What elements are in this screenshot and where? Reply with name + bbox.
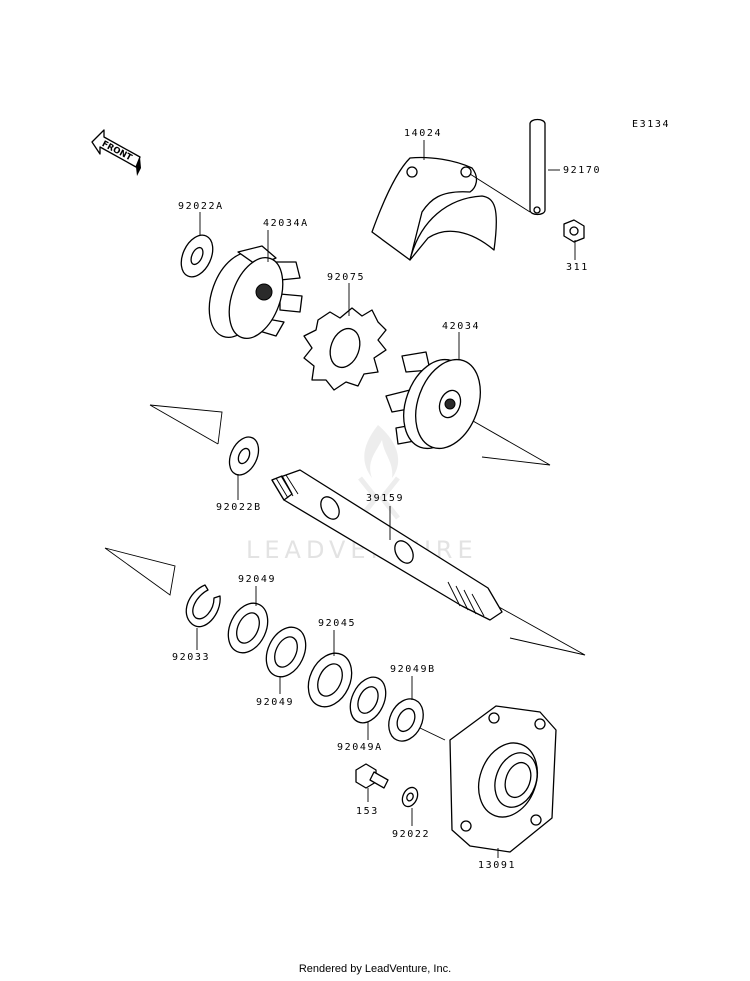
- diagram-code: E3134: [632, 119, 670, 130]
- part-92049A-bearing: [349, 676, 387, 724]
- part-14024-cover: [371, 156, 497, 261]
- label-153: 153: [356, 806, 379, 817]
- part-92022A-washer: [180, 234, 214, 278]
- label-92022A: 92022A: [178, 201, 224, 212]
- label-92022: 92022: [392, 829, 430, 840]
- label-42034A: 42034A: [263, 218, 309, 229]
- part-92049-bearing-bottom: [265, 626, 307, 678]
- label-92049-bottom: 92049: [256, 697, 294, 708]
- watermark-logo: [358, 425, 400, 520]
- label-92022B: 92022B: [216, 502, 262, 513]
- label-92075: 92075: [327, 272, 365, 283]
- label-92045: 92045: [318, 618, 356, 629]
- part-92170-strap: [529, 118, 546, 216]
- label-311: 311: [566, 262, 589, 273]
- part-13091-housing: [449, 705, 557, 853]
- label-92049B: 92049B: [390, 664, 436, 675]
- part-92045-bearing: [307, 652, 353, 708]
- part-42034A-coupling: [208, 245, 303, 339]
- part-92075-damper: [303, 307, 387, 391]
- part-311-nut: [563, 219, 585, 243]
- part-92033-circlip: [185, 584, 221, 628]
- part-92022B-washer: [228, 436, 260, 476]
- label-39159: 39159: [366, 493, 404, 504]
- label-92033: 92033: [172, 652, 210, 663]
- label-42034: 42034: [442, 321, 480, 332]
- label-92049A: 92049A: [337, 742, 383, 753]
- reference-lines: [104, 404, 586, 656]
- footer-credit: Rendered by LeadVenture, Inc.: [298, 963, 452, 975]
- part-92049B-seal: [388, 698, 424, 742]
- label-92170: 92170: [563, 165, 601, 176]
- label-13091: 13091: [478, 860, 516, 871]
- part-153-bolt: [355, 763, 389, 789]
- front-arrow-icon: FRONT: [91, 129, 141, 176]
- part-42034-coupling: [385, 351, 481, 450]
- part-39159-shaft: [271, 469, 503, 621]
- label-14024: 14024: [404, 128, 442, 139]
- part-92049-bearing-top: [227, 602, 269, 654]
- part-92022-washer: [401, 786, 419, 808]
- label-92049-top: 92049: [238, 574, 276, 585]
- front-label: FRONT: [100, 139, 134, 163]
- leader-lines: [196, 140, 576, 858]
